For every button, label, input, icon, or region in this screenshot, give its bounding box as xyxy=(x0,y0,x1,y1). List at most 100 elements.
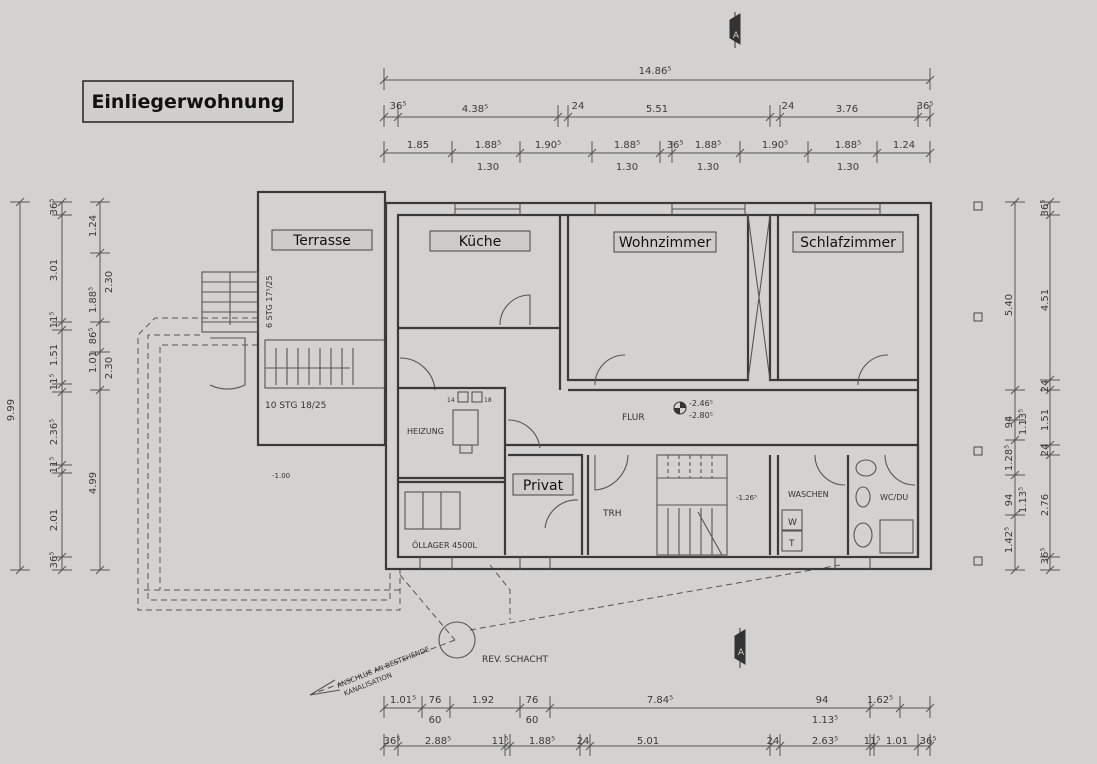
trh-level: -1.26⁵ xyxy=(736,494,757,502)
dimension-label: 1.42⁵ xyxy=(1004,527,1015,553)
dimension-label: 24 xyxy=(782,101,795,112)
room-label-heizung: HEIZUNG xyxy=(407,427,444,436)
dimension-label: 1.01 xyxy=(886,736,908,747)
dimension-label: 5.51 xyxy=(646,104,668,115)
dimension-label: 1.13⁵ xyxy=(1018,487,1029,513)
terrace-stairs-label: 6 STG 17⁵/25 xyxy=(265,275,274,328)
dimension-label: 11⁵ xyxy=(49,374,60,391)
rev-schacht-label: REV. SCHACHT xyxy=(482,655,548,665)
dryer-label: T xyxy=(788,539,795,549)
dimension-label: 60 xyxy=(429,715,442,726)
heating-boiler: 14 18 xyxy=(447,391,492,454)
flur-level-marker: -2.46⁵ -2.80⁵ xyxy=(673,399,713,420)
dimension-label: 3.76 xyxy=(836,104,858,115)
room-label-terrasse: Terrasse xyxy=(271,229,373,251)
dimension-label: 1.62⁵ xyxy=(867,695,893,706)
plan-title-text: Einliegerwohnung xyxy=(91,91,284,113)
dimension-label: 60 xyxy=(526,715,539,726)
dimension-label: 94 xyxy=(816,695,829,706)
dimension-label: 94 xyxy=(1004,416,1015,429)
dimension-label: 2.88⁵ xyxy=(425,736,451,747)
washer-label: W xyxy=(788,518,797,528)
dimension-label: 7.84⁵ xyxy=(647,695,673,706)
dimension-label: 1.90⁵ xyxy=(535,140,561,151)
laundry-appliances: W T xyxy=(781,509,803,552)
dimension-label: 11⁵ xyxy=(492,736,509,747)
dimension-label: 1.30 xyxy=(697,162,719,173)
dimension-label: 36⁵ xyxy=(384,736,401,747)
dimension-label: 11⁵ xyxy=(864,736,881,747)
bathroom-fixtures xyxy=(853,459,914,554)
dimension-label: 1.01⁵ xyxy=(390,695,416,706)
dimension-label: 1.88⁵ xyxy=(529,736,555,747)
dimension-label: 14.86⁵ xyxy=(639,66,672,77)
dimension-label: 1.92 xyxy=(472,695,494,706)
room-label-wohnzimmer: Wohnzimmer xyxy=(613,231,717,253)
dimension-label: 1.88⁵ xyxy=(695,140,721,151)
dimension-label: 1.13⁵ xyxy=(812,715,838,726)
dimension-label: 1.51 xyxy=(1040,409,1051,431)
room-label-kueche: Küche xyxy=(429,230,531,252)
terrace-stairs xyxy=(201,271,259,333)
section-marker-top: A xyxy=(729,12,741,48)
dimension-label: 36⁵ xyxy=(920,736,937,747)
dimension-label: 76 xyxy=(526,695,539,706)
heizung-14: 14 xyxy=(447,397,455,404)
margin-markers xyxy=(973,201,983,566)
room-name: Küche xyxy=(459,234,502,250)
room-name: Schlafzimmer xyxy=(800,235,896,251)
dimension-label: 24 xyxy=(572,101,585,112)
dimension-label: 4.99 xyxy=(88,472,99,494)
dimension-label: 86⁵ xyxy=(88,328,99,345)
dimension-label: 94 xyxy=(1004,494,1015,507)
dimension-label: 5.01 xyxy=(637,736,659,747)
dimension-label: 36⁵ xyxy=(1040,200,1051,217)
dimension-label: 1.24 xyxy=(88,215,99,237)
dimension-label: 2.01 xyxy=(49,509,60,531)
dimension-label: 2.36⁵ xyxy=(49,419,60,445)
dimension-label: 2.76 xyxy=(1040,494,1051,516)
dimension-label: 36⁵ xyxy=(49,199,60,216)
building-walls xyxy=(384,201,933,571)
room-label-privat: Privat xyxy=(512,473,574,496)
dimension-label: 1.88⁵ xyxy=(88,287,99,313)
dimension-label: 76 xyxy=(429,695,442,706)
room-name: Terrasse xyxy=(292,233,351,249)
entry-stairs-label: 10 STG 18/25 xyxy=(265,401,326,411)
dimension-label: 1.30 xyxy=(837,162,859,173)
dimension-label: 1.85 xyxy=(407,140,429,151)
dimension-label: 9.99 xyxy=(6,399,17,421)
dimension-label: 1.51 xyxy=(49,344,60,366)
dimension-label: 36⁵ xyxy=(917,101,934,112)
room-label-flur: FLUR xyxy=(622,413,645,423)
dimension-label: 24 xyxy=(767,736,780,747)
room-name: Wohnzimmer xyxy=(619,235,711,251)
dimension-label: 5.40 xyxy=(1004,294,1015,316)
dimension-label: 11⁵ xyxy=(49,312,60,329)
dimension-label: 2.30 xyxy=(104,357,115,379)
dimension-label: 24 xyxy=(1040,444,1051,457)
dimension-label: 1.90⁵ xyxy=(762,140,788,151)
dimension-label: 4.38⁵ xyxy=(462,104,488,115)
heizung-18: 18 xyxy=(484,397,492,404)
dimension-label: 1.01 xyxy=(88,351,99,373)
dimension-lines: 14.86⁵ 36⁵ 4.38⁵ 24 5.51 24 3.76 36⁵ 1.85 1.88⁵ 1.… xyxy=(6,66,1060,756)
anschluss-label: ANSCHLUß AN BESTEHENDE xyxy=(336,645,431,690)
room-name: Privat xyxy=(523,478,564,494)
dimension-label: 36⁵ xyxy=(1040,548,1051,565)
section-marker-bottom: A xyxy=(734,628,746,668)
plan-title: Einliegerwohnung xyxy=(82,80,294,123)
room-label-wcdu: WC/DU xyxy=(880,493,908,502)
dimension-label: 36⁵ xyxy=(667,140,684,151)
dimension-label: 36⁵ xyxy=(390,101,407,112)
section-label-top: A xyxy=(733,31,740,41)
flur-level-top: -2.46⁵ xyxy=(689,399,713,408)
room-label-schlafzimmer: Schlafzimmer xyxy=(792,231,904,253)
dimension-label: 24 xyxy=(1040,380,1051,393)
dimension-label: 1.24 xyxy=(893,140,915,151)
dimension-label: 1.30 xyxy=(477,162,499,173)
dimension-label: 1.30 xyxy=(616,162,638,173)
dimension-label: 1.28⁵ xyxy=(1004,445,1015,471)
